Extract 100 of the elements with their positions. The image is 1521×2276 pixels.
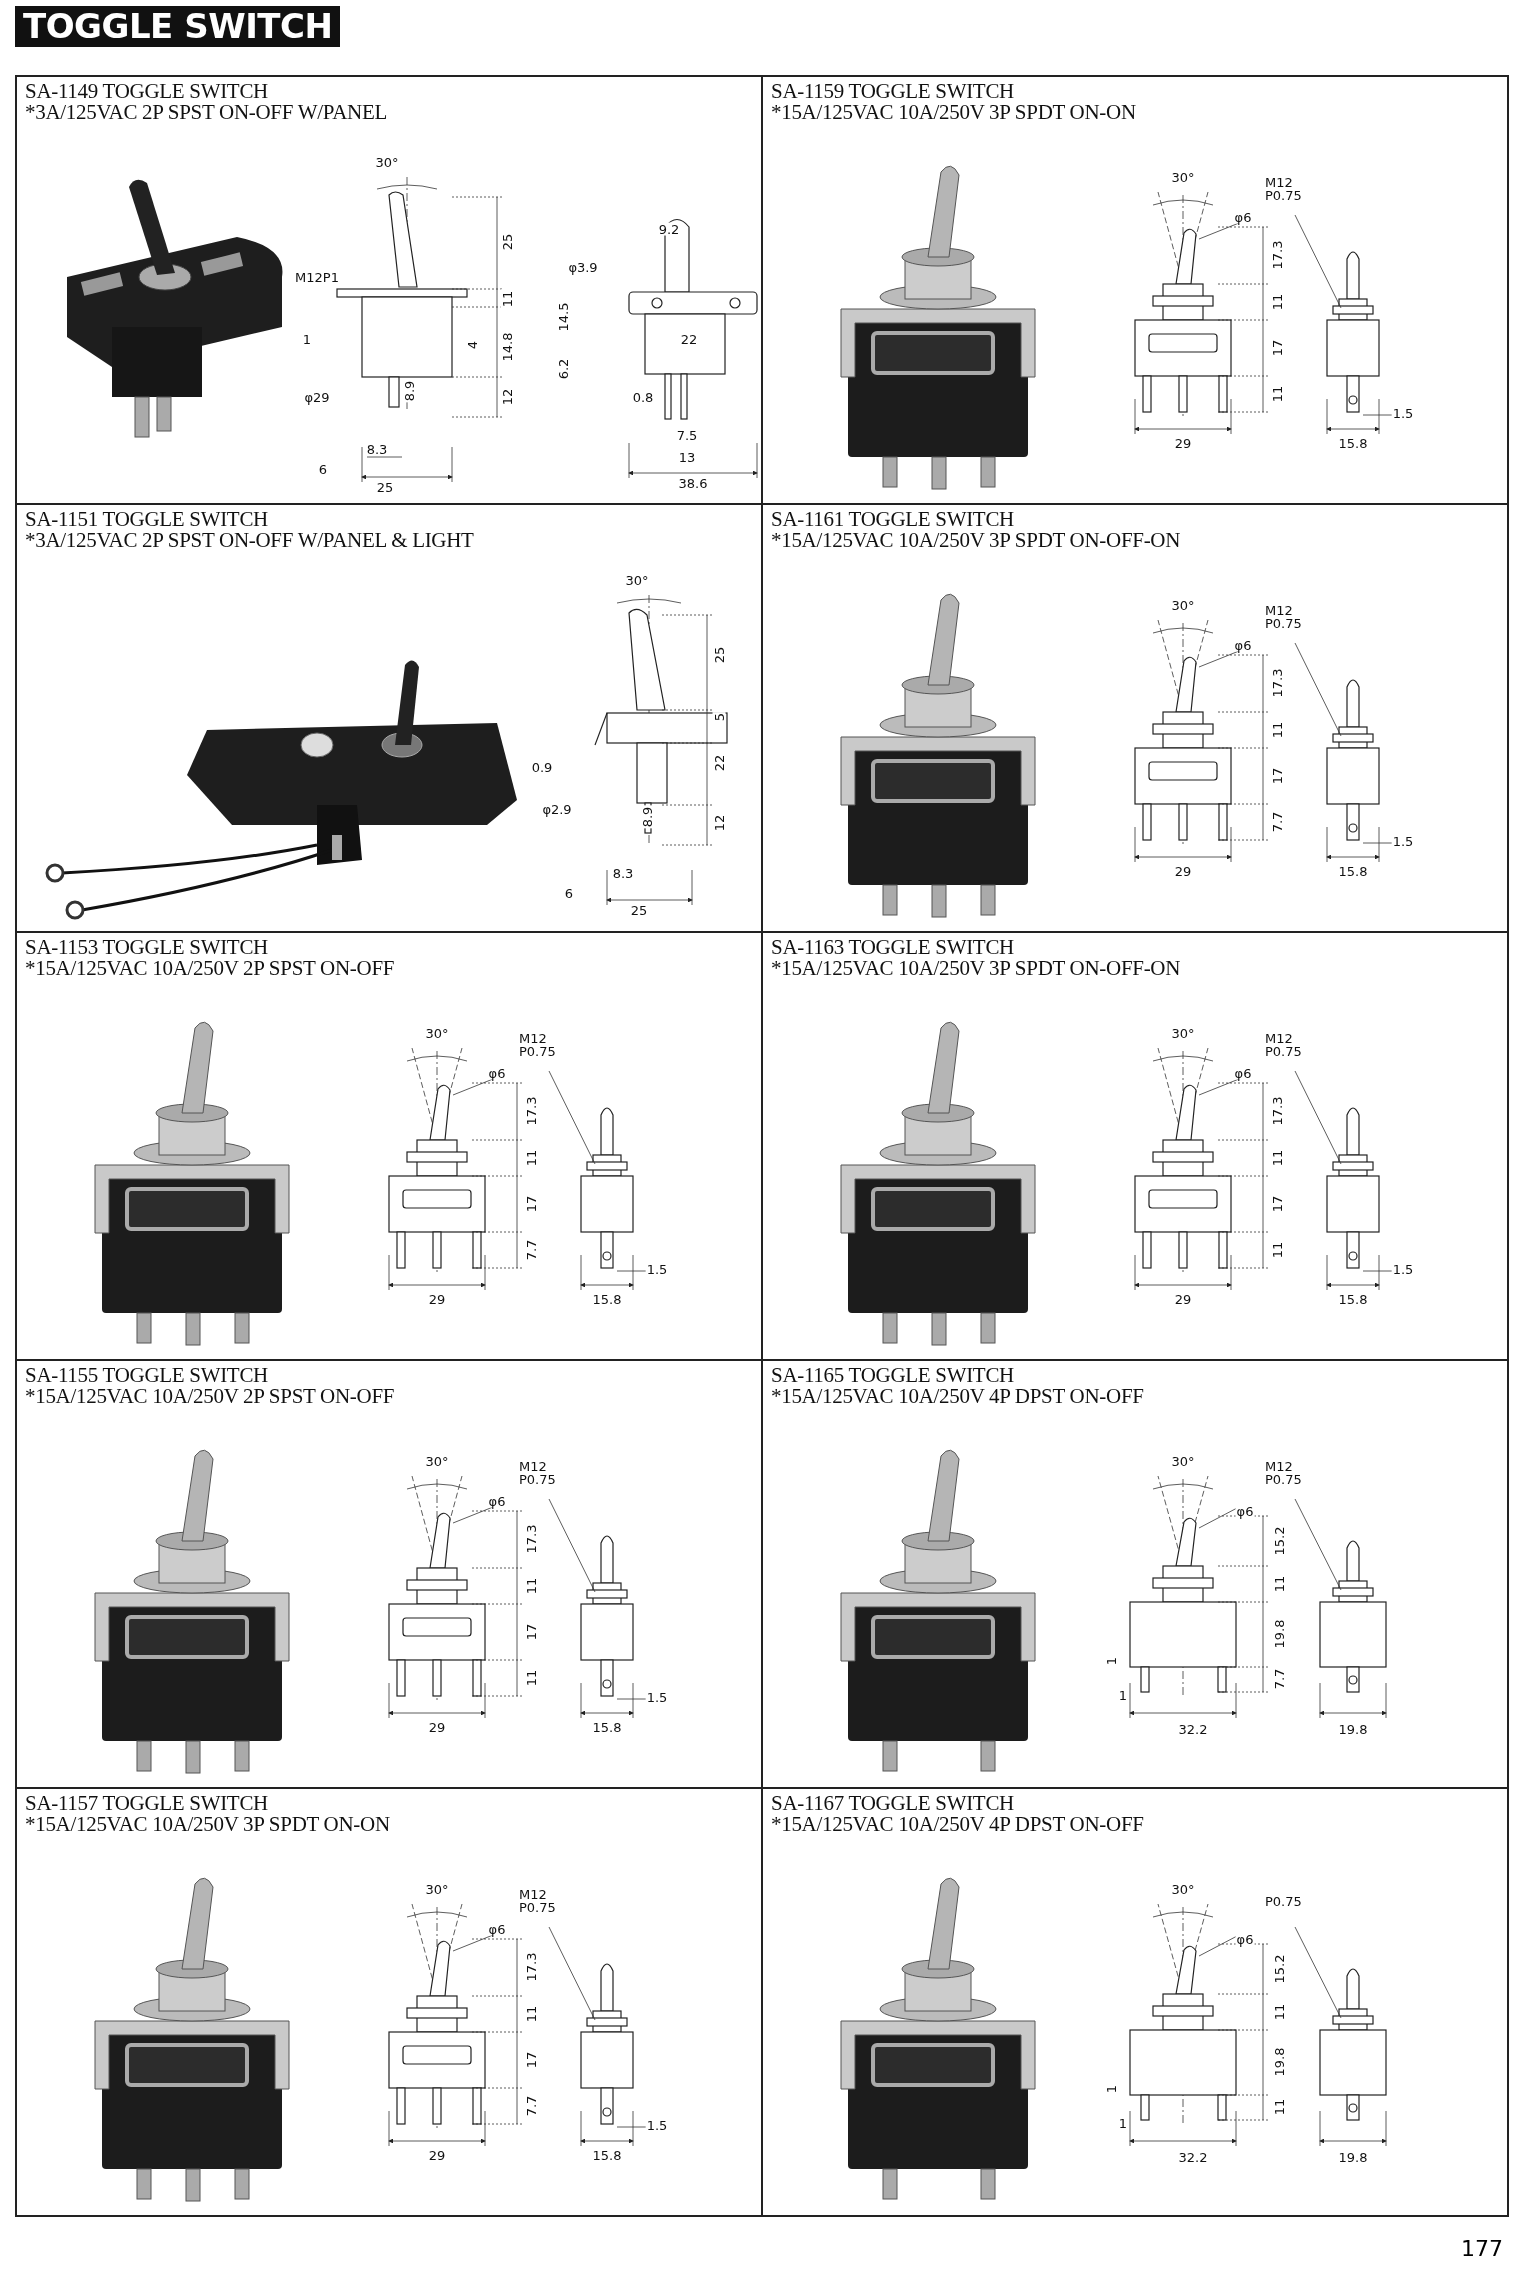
dimension-label: 1.5	[645, 2118, 669, 2132]
spec-text: *3A/125VAC 2P SPST ON-OFF W/PANEL	[25, 102, 387, 123]
dimension-label: 17	[1270, 766, 1284, 786]
page-title: TOGGLE SWITCH	[15, 6, 341, 48]
model-title: SA-1157 TOGGLE SWITCH	[25, 1793, 269, 1814]
dimension-label: M12P1	[294, 270, 340, 284]
dimension-label: 11	[1272, 2097, 1286, 2117]
spec-text: *15A/125VAC 10A/250V 3P SPDT ON-OFF-ON	[771, 958, 1181, 979]
dimension-label: 14.8	[500, 331, 514, 363]
dimension-label: 1.5	[1391, 406, 1415, 420]
dimension-label: 11	[524, 2004, 538, 2024]
dimension-label: 12	[712, 813, 726, 833]
dimension-label: 25	[500, 232, 514, 252]
spec-text: *15A/125VAC 10A/250V 2P SPST ON-OFF	[25, 958, 395, 979]
spec-text: *15A/125VAC 10A/250V 3P SPDT ON-ON	[25, 1814, 390, 1835]
dimension-label: 17	[524, 2050, 538, 2070]
dimension-label: 38.6	[677, 476, 709, 490]
dimension-label: 4	[465, 339, 479, 351]
dimension-label: φ3.9	[567, 260, 599, 274]
dimension-label: 6	[563, 886, 575, 900]
product-panel	[763, 933, 1509, 1361]
dimension-label: 14.5	[556, 301, 570, 333]
model-title: SA-1165 TOGGLE SWITCH	[771, 1365, 1015, 1386]
model-title: SA-1155 TOGGLE SWITCH	[25, 1365, 269, 1386]
dimension-label: 25	[629, 903, 649, 917]
dimension-label: 11	[1270, 384, 1284, 404]
product-panel	[763, 1361, 1509, 1789]
dimension-label: 5	[712, 711, 726, 723]
dimension-label: φ2.9	[541, 802, 573, 816]
dimension-label: 29	[427, 2148, 447, 2162]
dimension-label: 19.8	[1337, 1722, 1369, 1736]
dimension-label: 25	[712, 645, 726, 665]
dimension-label: 30°	[374, 155, 400, 169]
dimension-label: 17	[1270, 338, 1284, 358]
dimension-label: 32.2	[1177, 2150, 1209, 2164]
product-panel	[17, 505, 763, 933]
dimension-label: 29	[1173, 1292, 1193, 1306]
dimension-label: 30°	[1170, 170, 1196, 184]
dimension-label: 1	[1117, 1688, 1129, 1702]
dimension-label: φ6	[1233, 638, 1253, 652]
dimension-label: 17	[1270, 1194, 1284, 1214]
dimension-label: φ6	[1233, 1066, 1253, 1080]
dimension-label: 1	[1104, 1655, 1118, 1667]
dimension-label: 13	[677, 450, 697, 464]
dimension-label: 0.8	[631, 390, 655, 404]
spec-text: *15A/125VAC 10A/250V 4P DPST ON-OFF	[771, 1814, 1144, 1835]
dimension-label: 7.5	[675, 428, 699, 442]
model-title: SA-1159 TOGGLE SWITCH	[771, 81, 1015, 102]
dimension-label: 1.5	[645, 1690, 669, 1704]
dimension-label: 17	[524, 1622, 538, 1642]
product-panel	[17, 1361, 763, 1789]
dimension-label: 30°	[1170, 1026, 1196, 1040]
dimension-label: φ6	[1233, 210, 1253, 224]
dimension-label: 15.2	[1272, 1525, 1286, 1557]
dimension-label: 7.7	[1272, 1667, 1286, 1691]
dimension-label: φ6	[1235, 1504, 1255, 1518]
dimension-label: 30°	[624, 573, 650, 587]
dimension-label: 0.9	[530, 760, 554, 774]
dimension-label: 19.8	[1272, 2046, 1286, 2078]
dimension-label: 30°	[1170, 598, 1196, 612]
dimension-label: 15.2	[1272, 1953, 1286, 1985]
dimension-label: 11	[524, 1148, 538, 1168]
dimension-label: 30°	[424, 1026, 450, 1040]
dimension-label: 8.3	[365, 442, 389, 456]
dimension-label: 15.8	[591, 2148, 623, 2162]
dimension-label: 8.9	[640, 805, 654, 829]
product-panel	[17, 77, 763, 505]
dimension-label: 17.3	[524, 1523, 538, 1555]
dimension-label: 19.8	[1272, 1618, 1286, 1650]
dimension-label: 1	[301, 332, 313, 346]
dimension-label: 12	[500, 387, 514, 407]
dimension-label: 1	[1104, 2083, 1118, 2095]
dimension-label: 32.2	[1177, 1722, 1209, 1736]
product-panel	[763, 1789, 1509, 2217]
dimension-label: 17.3	[524, 1951, 538, 1983]
product-panel	[17, 1789, 763, 2217]
product-panel	[763, 77, 1509, 505]
dimension-label: 1.5	[1391, 1262, 1415, 1276]
dimension-label: 11	[524, 1576, 538, 1596]
dimension-label: 11	[1270, 1148, 1284, 1168]
spec-text: *15A/125VAC 10A/250V 3P SPDT ON-OFF-ON	[771, 530, 1181, 551]
dimension-label: 11	[1270, 292, 1284, 312]
dimension-label: 11	[1272, 1574, 1286, 1594]
dimension-label: 30°	[1170, 1882, 1196, 1896]
dimension-label: 25	[375, 480, 395, 494]
page-number: 177	[1461, 2236, 1503, 2261]
dimension-label: 17.3	[524, 1095, 538, 1127]
dimension-label: 11	[500, 289, 514, 309]
dimension-label: 15.8	[591, 1720, 623, 1734]
model-title: SA-1161 TOGGLE SWITCH	[771, 509, 1015, 530]
dimension-label: φ6	[487, 1494, 507, 1508]
dimension-label: 29	[427, 1292, 447, 1306]
dimension-label: 8.9	[402, 379, 416, 403]
dimension-label: 11	[1270, 1240, 1284, 1260]
dimension-label: 15.8	[591, 1292, 623, 1306]
dimension-label: 15.8	[1337, 864, 1369, 878]
dimension-label: 7.7	[524, 2094, 538, 2118]
dimension-label: 1.5	[1391, 834, 1415, 848]
dimension-label: 17.3	[1270, 239, 1284, 271]
dimension-label: 17	[524, 1194, 538, 1214]
